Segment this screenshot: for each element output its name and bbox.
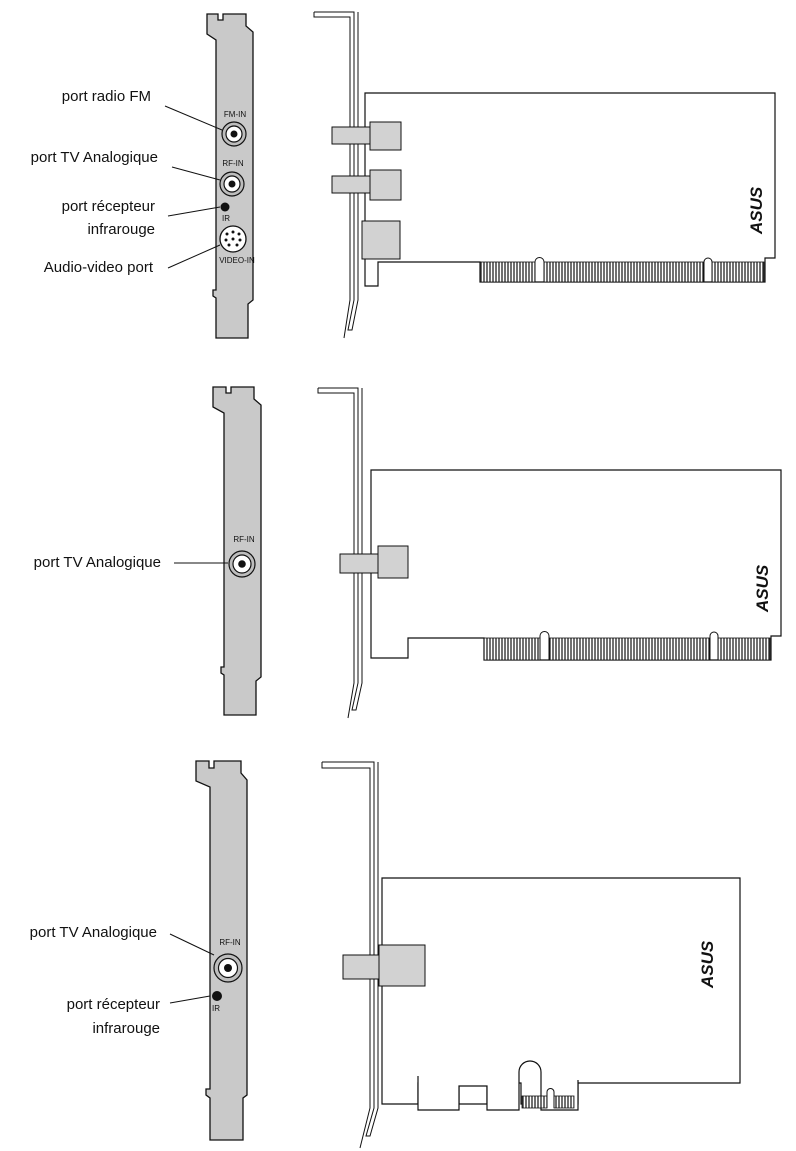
fig3-bracket-side bbox=[321, 761, 379, 1149]
fig3-asus-logo: ASUS bbox=[698, 940, 717, 989]
fig2-rf-in-text: RF-IN bbox=[233, 535, 255, 544]
figure-2: RF-IN port TV Analogique ASUS bbox=[34, 386, 782, 719]
fig1-fm-in-text: FM-IN bbox=[224, 110, 246, 119]
fig2-pci-pins-3 bbox=[717, 637, 771, 661]
fig3-pcie-pins-2 bbox=[553, 1095, 575, 1109]
fig3-label-ir-port-line2: infrarouge bbox=[92, 1020, 160, 1037]
fig1-ir-text: IR bbox=[222, 214, 230, 223]
fig1-pci-pins-1 bbox=[479, 261, 536, 283]
fig3-label-ir-port-line1: port récepteur bbox=[67, 996, 160, 1013]
fig1-board-connector-video bbox=[361, 220, 401, 260]
fig3-pcie-board bbox=[381, 877, 741, 1105]
fig1-board-connector-fm-body bbox=[369, 121, 402, 151]
fig2-bracket-side bbox=[317, 387, 363, 719]
fig3-rf-in-text: RF-IN bbox=[219, 938, 241, 947]
fig1-pci-pins-2 bbox=[543, 261, 705, 283]
fig3-pcie-edge bbox=[417, 1060, 579, 1111]
fig1-bracket-side bbox=[313, 11, 359, 339]
fig2-board-connector-rf-body bbox=[377, 545, 409, 579]
fig1-ir-receiver bbox=[220, 202, 230, 212]
fig2-asus-logo: ASUS bbox=[753, 564, 772, 613]
fig2-label-tv-port: port TV Analogique bbox=[34, 554, 161, 571]
fig3-board-connector-rf-body bbox=[378, 944, 426, 987]
fig1-label-fm-port: port radio FM bbox=[62, 88, 151, 105]
fig3-label-tv-port: port TV Analogique bbox=[30, 924, 157, 941]
fig3-bracket-front bbox=[195, 760, 248, 1141]
fig2-pci-board bbox=[370, 469, 782, 661]
fig3-ir-receiver bbox=[212, 991, 222, 1001]
fig1-label-av-port: Audio-video port bbox=[44, 259, 154, 276]
fig1-board-connector-rf-body bbox=[369, 169, 402, 201]
fig3-board-connector-rf bbox=[342, 954, 380, 980]
fig1-rf-in-text: RF-IN bbox=[222, 159, 244, 168]
fig3-pcie-pins-1 bbox=[521, 1095, 548, 1109]
fig1-pci-board bbox=[364, 92, 776, 287]
fig1-video-in-text: VIDEO-IN bbox=[219, 256, 255, 265]
fig1-board-connector-fm bbox=[331, 126, 371, 145]
fig1-fm-in-connector bbox=[221, 121, 247, 147]
fig1-video-in-connector bbox=[219, 225, 247, 253]
figure-1: FM-IN RF-IN IR VIDEO- bbox=[31, 11, 776, 339]
fig3-rf-in-connector bbox=[213, 953, 243, 983]
fig1-rf-in-connector bbox=[219, 171, 245, 197]
fig1-label-tv-port: port TV Analogique bbox=[31, 149, 158, 166]
fig2-board-connector-rf bbox=[339, 553, 379, 574]
figure-3: RF-IN IR port TV Analogique port récepte… bbox=[30, 760, 741, 1149]
fig1-board-connector-rf bbox=[331, 175, 371, 194]
fig2-rf-in-connector bbox=[228, 550, 256, 578]
fig3-ir-text: IR bbox=[212, 1004, 220, 1013]
fig2-pci-pins-2 bbox=[548, 637, 711, 661]
fig1-asus-logo: ASUS bbox=[747, 186, 766, 235]
fig1-label-ir-port-line2: infrarouge bbox=[87, 221, 155, 238]
fig1-label-ir-port-line1: port récepteur bbox=[62, 198, 155, 215]
fig2-bracket-front bbox=[212, 386, 262, 716]
fig2-pci-pins-1 bbox=[483, 637, 541, 661]
fig1-pci-pins-3 bbox=[711, 261, 765, 283]
